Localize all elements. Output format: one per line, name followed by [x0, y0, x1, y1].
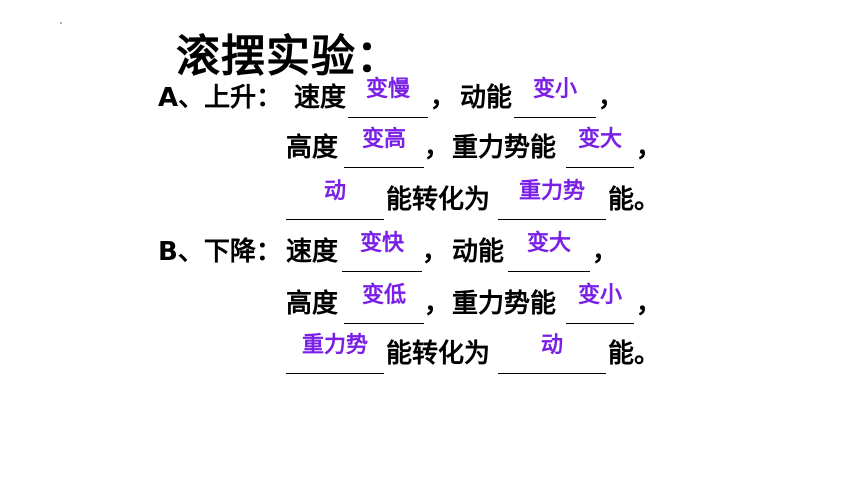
- kinetic-energy-blank: 变大: [508, 231, 590, 272]
- potential-energy-answer: 变小: [577, 283, 622, 308]
- height-blank: 变低: [344, 283, 424, 324]
- energy-to-blank: 动: [498, 333, 606, 374]
- line-end: ，: [636, 133, 663, 163]
- height-label: 高度: [286, 289, 339, 319]
- speed-answer: 变快: [359, 231, 404, 256]
- converts-to-label: 能转化为: [386, 185, 491, 215]
- line-end: ，: [592, 237, 619, 267]
- energy-from-blank: 动: [286, 179, 384, 220]
- kinetic-energy-answer: 变大: [526, 231, 571, 256]
- kinetic-energy-label: 动能: [460, 83, 513, 113]
- section-b-line-3: 重力势 能转化为 动 能。: [286, 333, 686, 374]
- separator: ，: [422, 237, 449, 267]
- separator: ，: [424, 289, 451, 319]
- section-a-line-3: 动 能转化为 重力势 能。: [286, 179, 686, 220]
- potential-energy-label: 重力势能: [452, 289, 557, 319]
- stray-dot: [60, 22, 62, 24]
- section-a-line-1: A、上升： 速度 变慢 ， 动能 变小 ，: [158, 77, 628, 118]
- section-b-line-1: B、下降： 速度 变快 ， 动能 变大 ，: [158, 231, 628, 272]
- speed-blank: 变快: [342, 231, 422, 272]
- line-end: 能。: [608, 185, 661, 215]
- converts-to-label: 能转化为: [386, 339, 491, 369]
- energy-from-blank: 重力势: [286, 333, 384, 374]
- kinetic-energy-blank: 变小: [514, 77, 596, 118]
- potential-energy-blank: 变小: [566, 283, 634, 324]
- energy-from-answer: 重力势: [301, 333, 368, 358]
- speed-answer: 变慢: [365, 77, 410, 102]
- energy-to-answer: 重力势: [518, 179, 585, 204]
- speed-label: 速度: [294, 83, 347, 113]
- potential-energy-answer: 变大: [577, 127, 622, 152]
- speed-blank: 变慢: [348, 77, 428, 118]
- separator: ，: [424, 133, 451, 163]
- height-answer: 变低: [361, 283, 406, 308]
- energy-to-blank: 重力势: [498, 179, 606, 220]
- kinetic-energy-label: 动能: [452, 237, 505, 267]
- height-blank: 变高: [344, 127, 424, 168]
- line-end: 能。: [608, 339, 661, 369]
- section-b-prefix: B、下降：: [158, 237, 282, 267]
- line-end: ，: [636, 289, 663, 319]
- potential-energy-label: 重力势能: [452, 133, 557, 163]
- page-title: 滚摆实验：: [176, 31, 401, 82]
- section-a-prefix: A、上升：: [158, 83, 283, 113]
- speed-label: 速度: [286, 237, 339, 267]
- energy-to-answer: 动: [540, 333, 563, 358]
- height-label: 高度: [286, 133, 339, 163]
- kinetic-energy-answer: 变小: [532, 77, 577, 102]
- separator: ，: [430, 83, 457, 113]
- section-a-line-2: 高度 变高 ， 重力势能 变大 ，: [286, 127, 666, 168]
- section-b-line-2: 高度 变低 ， 重力势能 变小 ，: [286, 283, 666, 324]
- line-end: ，: [598, 83, 625, 113]
- energy-from-answer: 动: [323, 179, 346, 204]
- height-answer: 变高: [361, 127, 406, 152]
- potential-energy-blank: 变大: [566, 127, 634, 168]
